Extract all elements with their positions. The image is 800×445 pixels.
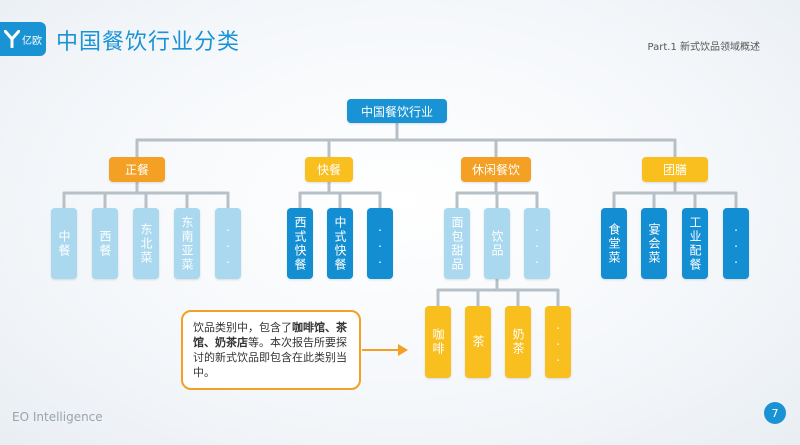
- leaf-node: 西式快餐: [287, 208, 313, 279]
- page-title: 中国餐饮行业分类: [56, 30, 241, 55]
- leaf-node: 中餐: [51, 208, 77, 279]
- leaf-node: 面包甜品: [444, 208, 470, 279]
- logo-text: 亿欧: [22, 35, 42, 47]
- drink-node: 奶茶: [505, 306, 531, 378]
- drink-node: 茶: [465, 306, 491, 378]
- page-number: 7: [764, 402, 786, 424]
- arrow-head-icon: [398, 344, 408, 356]
- callout-bold-2: 茶馆、奶茶店: [193, 321, 347, 349]
- callout-text-1: 饮品类别中，包含了: [193, 321, 292, 334]
- footer-brand: EO Intelligence: [12, 410, 103, 424]
- leaf-node: 宴会菜: [641, 208, 667, 279]
- leaf-node: 东南亚菜: [174, 208, 200, 279]
- category-zhengcan: 正餐: [109, 157, 165, 182]
- leaf-node: 食堂菜: [601, 208, 627, 279]
- leaf-node: 中式快餐: [327, 208, 353, 279]
- logo-mark-icon: [4, 30, 20, 48]
- category-tuanshan: 团膳: [642, 157, 708, 182]
- leaf-node: 东北菜: [133, 208, 159, 279]
- drink-node: 咖啡: [425, 306, 451, 378]
- leaf-node: ...: [367, 208, 393, 279]
- leaf-node: 西餐: [92, 208, 118, 279]
- callout-note: 饮品类别中，包含了咖啡馆、茶馆、奶茶店等。本次报告所要探讨的新式饮品即包含在此类…: [181, 310, 361, 390]
- callout-text-2: 等。本次报告所要探讨的新式饮品即包含在此类别当中。: [193, 336, 347, 379]
- section-label: Part.1 新式饮品领域概述: [647, 42, 760, 53]
- leaf-node: 饮品: [484, 208, 510, 279]
- root-node: 中国餐饮行业: [347, 99, 447, 123]
- category-kuaican: 快餐: [305, 157, 353, 182]
- leaf-node: ...: [215, 208, 241, 279]
- drink-node: ...: [545, 306, 571, 378]
- leaf-node: 工业配餐: [682, 208, 708, 279]
- callout-bold-1: 咖啡馆、: [292, 321, 336, 334]
- leaf-node: ...: [524, 208, 550, 279]
- leaf-node: ...: [723, 208, 749, 279]
- brand-logo: 亿欧: [0, 22, 46, 56]
- category-xiuxian: 休闲餐饮: [461, 157, 531, 182]
